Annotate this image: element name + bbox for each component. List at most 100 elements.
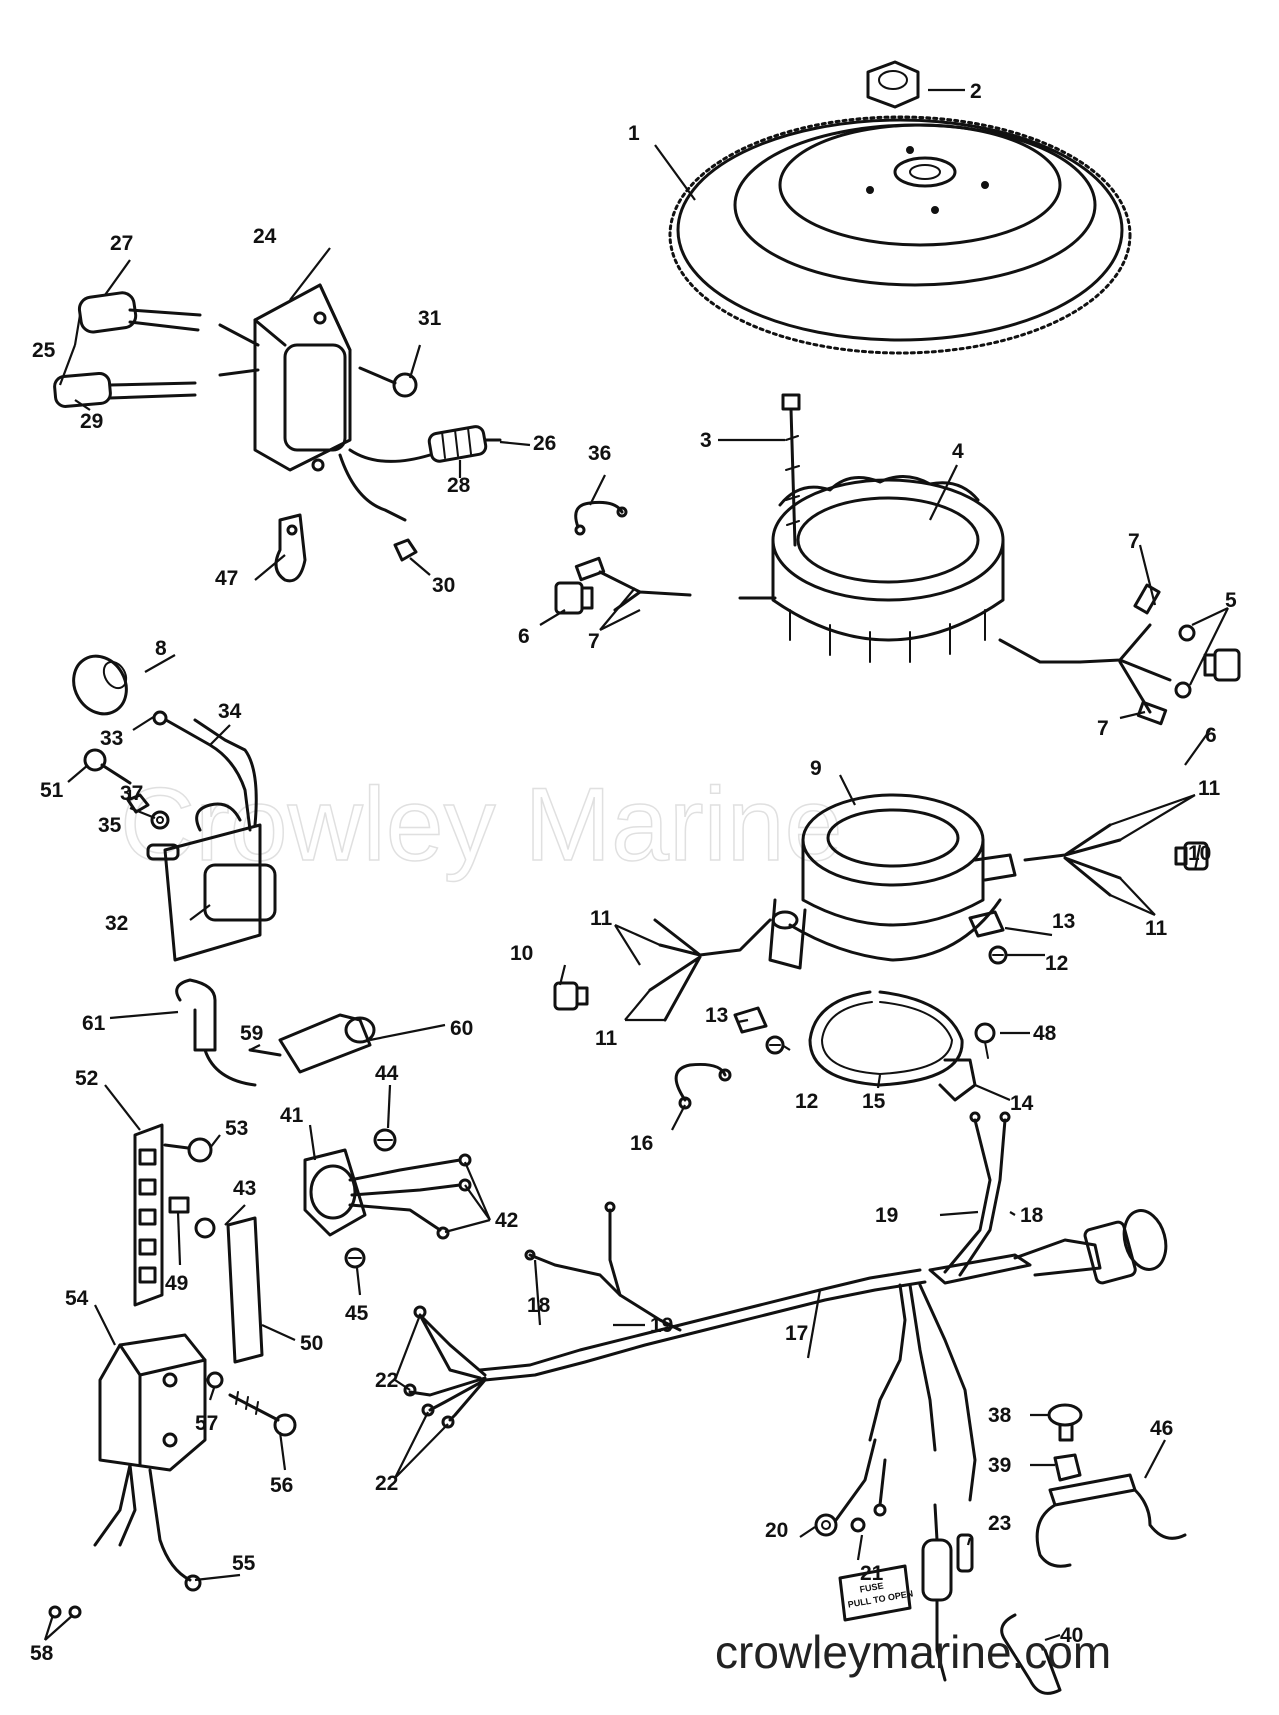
callout-12a: 12	[1045, 952, 1068, 975]
callout-labels: 1 2 3 4 5 6 6 7 7 7 8 9 10 10 11 11 11 1…	[30, 80, 1237, 1665]
regulator	[48, 1333, 207, 1619]
callout-52: 52	[75, 1067, 98, 1090]
rivet-43	[194, 1217, 216, 1239]
callout-58: 58	[30, 1642, 54, 1665]
callout-38: 38	[988, 1404, 1012, 1427]
power-pack	[253, 283, 352, 472]
callout-44: 44	[375, 1062, 399, 1085]
callout-11a: 11	[1198, 777, 1221, 800]
wiring-harness	[403, 1111, 1168, 1502]
washer-57	[206, 1371, 224, 1389]
leader-lines	[43, 88, 1229, 1642]
callout-6b: 6	[1205, 724, 1217, 747]
callout-22b: 22	[375, 1472, 398, 1495]
callout-24: 24	[253, 225, 277, 248]
callout-57: 57	[195, 1412, 218, 1435]
callout-15: 15	[862, 1090, 886, 1113]
callout-32: 32	[105, 912, 128, 935]
callout-34: 34	[218, 700, 242, 723]
screw-51	[83, 748, 132, 785]
callout-14: 14	[1010, 1092, 1034, 1115]
stator-screw	[781, 393, 801, 547]
callout-59: 59	[240, 1022, 263, 1045]
callout-20: 20	[765, 1519, 788, 1542]
callout-47: 47	[215, 567, 238, 590]
callout-10a: 10	[1188, 842, 1211, 865]
callout-13a: 13	[1052, 910, 1075, 933]
nut-30	[393, 538, 418, 562]
callout-7c: 7	[1097, 717, 1109, 740]
bracket-screw	[974, 1022, 996, 1059]
callout-23: 23	[988, 1512, 1011, 1535]
callout-31: 31	[418, 307, 442, 330]
harness-bracket-46	[1035, 1473, 1187, 1568]
callout-7b: 7	[1128, 530, 1140, 553]
callout-22a: 22	[375, 1369, 398, 1392]
connector-right	[1203, 648, 1241, 682]
terminal-block	[133, 1123, 164, 1307]
clip-49	[168, 1196, 190, 1214]
callout-40: 40	[1060, 1624, 1083, 1647]
retainer-clip-left	[733, 1006, 768, 1034]
callout-18b: 18	[1020, 1204, 1044, 1227]
callout-36: 36	[588, 442, 611, 465]
retainer-ring	[808, 990, 964, 1087]
callout-37: 37	[120, 782, 143, 805]
retainer-clip-right	[968, 910, 1005, 938]
fuse-23	[956, 1533, 974, 1573]
spark-boot-60	[278, 1013, 376, 1074]
callout-41: 41	[280, 1104, 304, 1127]
callout-16: 16	[630, 1132, 653, 1155]
lead-boot-28	[338, 425, 502, 522]
fuse-tag-line2: PULL TO OPEN	[847, 1588, 914, 1609]
callout-28: 28	[447, 474, 471, 497]
timer-screw-right	[988, 945, 1008, 965]
callout-61: 61	[82, 1012, 106, 1035]
callout-25: 25	[32, 339, 56, 362]
rectifier-leads	[348, 1153, 472, 1240]
lead-36	[574, 500, 628, 536]
callout-43: 43	[233, 1177, 256, 1200]
primary-leads	[108, 308, 260, 400]
callout-6a: 6	[518, 625, 530, 648]
fuse-holder	[921, 1503, 953, 1682]
fuse-tag-line1: FUSE	[859, 1581, 884, 1595]
washer-35	[150, 810, 170, 830]
callout-4: 4	[952, 440, 964, 463]
callout-19a: 19	[875, 1204, 898, 1227]
callout-18a: 18	[527, 1294, 551, 1317]
screw-56	[228, 1391, 297, 1437]
flywheel-nut	[866, 60, 920, 109]
callout-53: 53	[225, 1117, 248, 1140]
callout-45: 45	[345, 1302, 369, 1325]
stator-terminals	[1174, 624, 1196, 699]
callout-29: 29	[80, 410, 103, 433]
callout-56: 56	[270, 1474, 293, 1497]
callout-46: 46	[1150, 1417, 1173, 1440]
power-pack-screw	[358, 366, 418, 398]
callout-19b: 19	[650, 1314, 673, 1337]
callout-30: 30	[432, 574, 455, 597]
screw-45	[344, 1247, 366, 1269]
ground-lead-16	[674, 1063, 732, 1110]
timer-leads	[648, 823, 1122, 1022]
ring-terminal-21	[850, 1458, 887, 1533]
callout-5: 5	[1225, 589, 1237, 612]
callout-42: 42	[495, 1209, 518, 1232]
callout-13b: 13	[705, 1004, 728, 1027]
callout-60: 60	[450, 1017, 473, 1040]
bracket	[938, 1058, 977, 1102]
callout-12b: 12	[795, 1090, 818, 1113]
site-url: crowleymarine.com	[715, 1626, 1111, 1678]
callout-35: 35	[98, 814, 122, 837]
callout-9: 9	[810, 757, 822, 780]
clamp-47	[274, 513, 307, 583]
screw-44	[373, 1128, 397, 1152]
callout-27: 27	[110, 232, 133, 255]
callout-10b: 10	[510, 942, 533, 965]
callout-11c: 11	[590, 907, 613, 930]
ring-terminal-20	[814, 1438, 877, 1537]
timer-screw-left	[765, 1035, 785, 1055]
spark-cap-27	[77, 291, 138, 334]
callout-26: 26	[533, 432, 556, 455]
